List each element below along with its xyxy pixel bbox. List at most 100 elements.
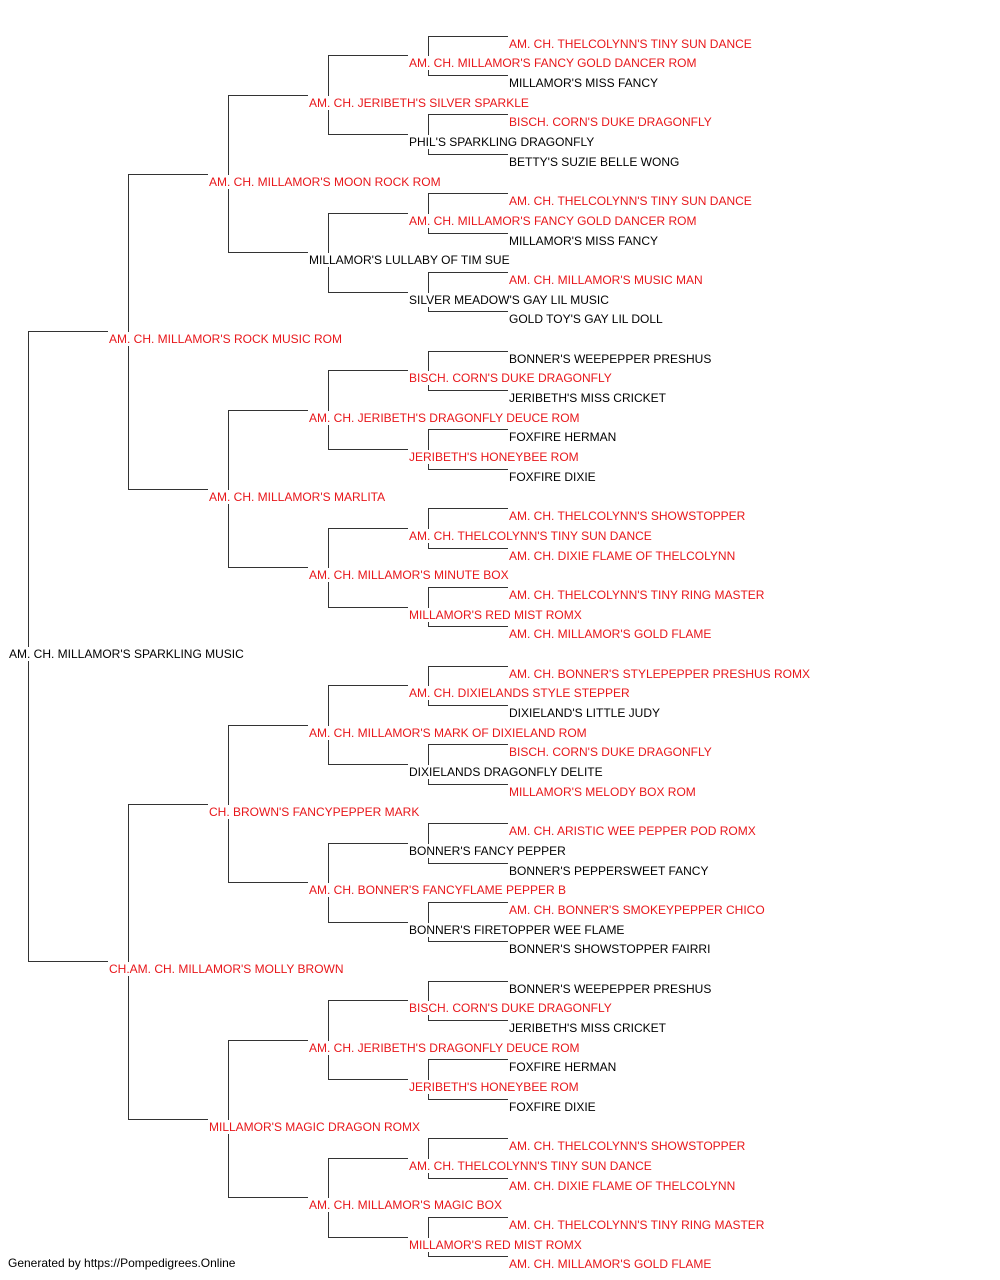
connector-line bbox=[428, 547, 508, 549]
connector-line bbox=[228, 724, 308, 726]
ancestor-name: CH.AM. CH. MILLAMOR'S MOLLY BROWN bbox=[108, 962, 345, 976]
connector-line bbox=[428, 1216, 508, 1218]
ancestor-name: FOXFIRE DIXIE bbox=[508, 1099, 597, 1114]
ancestor-name: AM. CH. MILLAMOR'S GOLD FLAME bbox=[508, 1257, 713, 1272]
connector-line bbox=[428, 980, 508, 982]
connector-line bbox=[228, 94, 308, 96]
connector-line bbox=[328, 1000, 408, 1002]
connector-line bbox=[128, 173, 208, 175]
ancestor-name: BISCH. CORN'S DUKE DRAGONFLY bbox=[408, 1001, 613, 1016]
connector-line bbox=[328, 1157, 408, 1159]
connector-line bbox=[328, 1157, 329, 1237]
connector-line bbox=[328, 370, 408, 372]
connector-line bbox=[428, 114, 508, 116]
connector-line bbox=[428, 744, 508, 746]
connector-line bbox=[428, 586, 508, 588]
connector-line bbox=[428, 1059, 508, 1061]
ancestor-name: AM. CH. THELCOLYNN'S TINY SUN DANCE bbox=[508, 36, 753, 51]
ancestor-name: DIXIELANDS DRAGONFLY DELITE bbox=[408, 765, 604, 780]
connector-line bbox=[428, 153, 508, 155]
ancestor-name: MILLAMOR'S MISS FANCY bbox=[508, 233, 659, 248]
connector-line bbox=[328, 449, 408, 451]
connector-line bbox=[328, 606, 408, 608]
ancestor-name: DIXIELAND'S LITTLE JUDY bbox=[508, 706, 661, 721]
ancestor-name: JERIBETH'S MISS CRICKET bbox=[508, 391, 667, 406]
ancestor-name: AM. CH. ARISTIC WEE PEPPER POD ROMX bbox=[508, 824, 757, 839]
ancestor-name: BISCH. CORN'S DUKE DRAGONFLY bbox=[508, 115, 713, 130]
ancestor-name: AM. CH. THELCOLYNN'S TINY SUN DANCE bbox=[408, 528, 653, 543]
ancestor-name: AM. CH. JERIBETH'S DRAGONFLY DEUCE ROM bbox=[308, 410, 581, 425]
ancestor-name: BONNER'S FANCY PEPPER bbox=[408, 843, 567, 858]
connector-line bbox=[228, 252, 308, 254]
connector-line bbox=[228, 1039, 308, 1041]
connector-line bbox=[328, 212, 329, 292]
connector-line bbox=[228, 882, 308, 884]
connector-line bbox=[428, 941, 508, 943]
ancestor-name: BONNER'S SHOWSTOPPER FAIRRI bbox=[508, 942, 712, 957]
ancestor-name: MILLAMOR'S RED MIST ROMX bbox=[408, 607, 583, 622]
connector-line bbox=[428, 232, 508, 234]
ancestor-name: AM. CH. THELCOLYNN'S TINY SUN DANCE bbox=[508, 194, 753, 209]
connector-line bbox=[428, 429, 429, 469]
connector-line bbox=[428, 311, 508, 313]
connector-line bbox=[428, 429, 508, 431]
connector-line bbox=[428, 823, 429, 863]
ancestor-name: MILLAMOR'S LULLABY OF TIM SUE bbox=[308, 253, 511, 268]
connector-line bbox=[428, 1138, 508, 1140]
connector-line bbox=[128, 803, 208, 805]
ancestor-name: AM. CH. BONNER'S STYLEPEPPER PRESHUS ROM… bbox=[508, 666, 812, 681]
ancestor-name: AM. CH. MILLAMOR'S MUSIC MAN bbox=[508, 272, 704, 287]
connector-line bbox=[428, 508, 508, 510]
connector-line bbox=[328, 55, 329, 135]
connector-line bbox=[428, 350, 429, 391]
connector-line bbox=[428, 193, 508, 195]
ancestor-name: AM. CH. BONNER'S FANCYFLAME PEPPER B bbox=[308, 883, 568, 898]
ancestor-name: BONNER'S WEEPEPPER PRESHUS bbox=[508, 351, 713, 366]
ancestor-name: AM. CH. MILLAMOR'S FANCY GOLD DANCER ROM bbox=[408, 213, 698, 228]
ancestor-name: FOXFIRE DIXIE bbox=[508, 469, 597, 484]
connector-line bbox=[428, 1059, 429, 1099]
connector-line bbox=[328, 370, 329, 450]
connector-line bbox=[428, 901, 429, 942]
connector-line bbox=[428, 901, 508, 903]
ancestor-name: AM. CH. BONNER'S SMOKEYPEPPER CHICO bbox=[508, 902, 766, 917]
connector-line bbox=[328, 685, 408, 687]
connector-line bbox=[428, 350, 508, 352]
ancestor-name: GOLD TOY'S GAY LIL DOLL bbox=[508, 312, 664, 327]
ancestor-name: AM. CH. THELCOLYNN'S TINY RING MASTER bbox=[508, 1217, 766, 1232]
ancestor-name: JERIBETH'S MISS CRICKET bbox=[508, 1021, 667, 1036]
connector-line bbox=[428, 193, 429, 233]
ancestor-name: JERIBETH'S HONEYBEE ROM bbox=[408, 1080, 580, 1095]
connector-line bbox=[328, 1000, 329, 1080]
connector-line bbox=[28, 961, 108, 962]
connector-line bbox=[428, 980, 429, 1021]
ancestor-name: AM. CH. MILLAMOR'S MARK OF DIXIELAND ROM bbox=[308, 725, 588, 740]
connector-line bbox=[128, 173, 129, 489]
ancestor-name: AM. CH. JERIBETH'S DRAGONFLY DEUCE ROM bbox=[308, 1040, 581, 1055]
ancestor-name: AM. CH. MILLAMOR'S MAGIC BOX bbox=[308, 1198, 503, 1213]
connector-line bbox=[328, 291, 408, 293]
connector-line bbox=[428, 586, 429, 627]
connector-line bbox=[428, 705, 508, 707]
subject-dog-name: AM. CH. MILLAMOR'S SPARKLING MUSIC bbox=[8, 647, 245, 661]
ancestor-name: AM. CH. DIXIE FLAME OF THELCOLYNN bbox=[508, 548, 737, 563]
connector-line bbox=[328, 842, 408, 844]
ancestor-name: BONNER'S PEPPERSWEET FANCY bbox=[508, 863, 710, 878]
connector-line bbox=[428, 75, 508, 77]
ancestor-name: FOXFIRE HERMAN bbox=[508, 1060, 618, 1075]
connector-line bbox=[328, 685, 329, 765]
connector-line bbox=[428, 1177, 508, 1179]
ancestor-name: BONNER'S FIRETOPPER WEE FLAME bbox=[408, 922, 626, 937]
connector-line bbox=[228, 1197, 308, 1199]
ancestor-name: MILLAMOR'S MELODY BOX ROM bbox=[508, 784, 697, 799]
ancestor-name: MILLAMOR'S MAGIC DRAGON ROMX bbox=[208, 1119, 421, 1134]
ancestor-name: MILLAMOR'S RED MIST ROMX bbox=[408, 1237, 583, 1252]
ancestor-name: AM. CH. MILLAMOR'S GOLD FLAME bbox=[508, 627, 713, 642]
connector-line bbox=[128, 803, 129, 1119]
connector-line bbox=[428, 862, 508, 864]
connector-line bbox=[428, 508, 429, 548]
connector-line bbox=[28, 331, 108, 332]
connector-line bbox=[28, 331, 29, 961]
ancestor-name: FOXFIRE HERMAN bbox=[508, 430, 618, 445]
connector-line bbox=[428, 744, 429, 784]
